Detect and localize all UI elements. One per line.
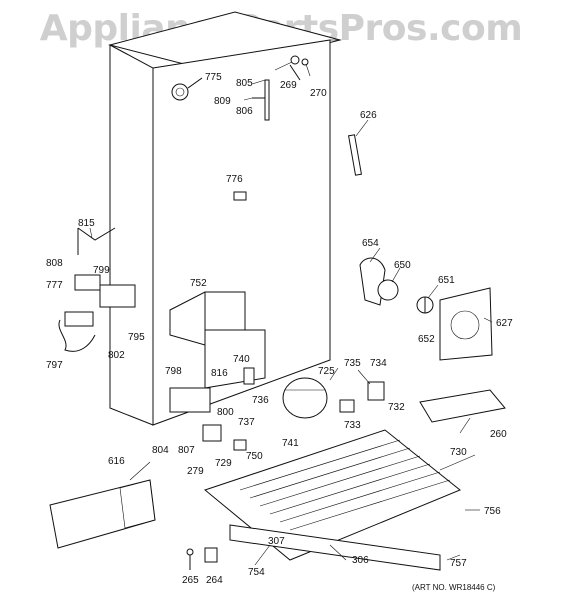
callout-795: 795 [128,332,145,343]
callout-799: 799 [93,265,110,276]
relay-740 [243,367,255,385]
valve-799 [74,274,101,291]
fan-blade-652 [416,296,434,314]
relay-729 [233,439,247,451]
callout-741: 741 [282,438,299,449]
air-duct [169,291,266,389]
shroud-627 [439,287,493,361]
callout-754: 754 [248,567,265,578]
callout-654: 654 [362,238,379,249]
callout-652: 652 [418,334,435,345]
rail-754 [229,524,441,571]
callout-730: 730 [450,447,467,458]
callout-740: 740 [233,354,250,365]
callout-805: 805 [236,78,253,89]
callout-750: 750 [246,451,263,462]
callout-734: 734 [370,358,387,369]
callout-270: 270 [310,88,327,99]
bracket-269-270 [289,55,309,81]
callout-800: 800 [217,407,234,418]
callout-737: 737 [238,417,255,428]
part-734 [367,381,385,401]
leader-lines [89,61,493,566]
callout-775: 775 [205,72,222,83]
fan-motor-650 [377,279,399,301]
callout-798: 798 [165,366,182,377]
callout-627: 627 [496,318,513,329]
bracket-815 [77,227,116,255]
callout-651: 651 [438,275,455,286]
callout-816: 816 [211,368,228,379]
callout-736: 736 [252,395,269,406]
callout-752: 752 [190,278,207,289]
callout-307: 307 [268,536,285,547]
callout-815: 815 [78,218,95,229]
fan-bracket-654 [359,257,386,306]
drain-pan-260 [419,389,506,423]
access-cover-616 [49,479,156,549]
screw-265 [186,548,194,570]
condenser-base [203,429,461,561]
callout-806: 806 [236,106,253,117]
callout-269: 269 [280,80,297,91]
part-626 [347,134,363,176]
part-776 [233,191,247,201]
callout-756: 756 [484,506,501,517]
callout-729: 729 [215,458,232,469]
callout-776: 776 [226,174,243,185]
callout-626: 626 [360,110,377,121]
tube-806 [252,79,270,121]
callout-616: 616 [108,456,125,467]
callout-735: 735 [344,358,361,369]
art-number: (ART NO. WR18446 C) [412,583,496,592]
callout-797: 797 [46,360,63,371]
callout-732: 732 [388,402,405,413]
callout-650: 650 [394,260,411,271]
callout-725: 725 [318,366,335,377]
part-264 [204,547,218,563]
compressor [282,377,328,419]
callout-809: 809 [214,96,231,107]
callout-802: 802 [108,350,125,361]
callout-807: 807 [178,445,195,456]
capacitor-733 [339,399,355,413]
harness-797 [58,311,96,352]
callouts: 775 805 269 270 809 806 626 776 815 808 … [46,72,513,586]
callout-306: 306 [352,555,369,566]
part-798 [169,387,211,413]
callout-777: 777 [46,280,63,291]
callout-808: 808 [46,258,63,269]
callout-804: 804 [152,445,169,456]
callout-265: 265 [182,575,199,586]
callout-733: 733 [344,420,361,431]
overload-800 [202,424,222,442]
callout-279: 279 [187,466,204,477]
callout-264: 264 [206,575,223,586]
callout-260: 260 [490,429,507,440]
valve-795 [99,284,136,308]
callout-757: 757 [450,558,467,569]
